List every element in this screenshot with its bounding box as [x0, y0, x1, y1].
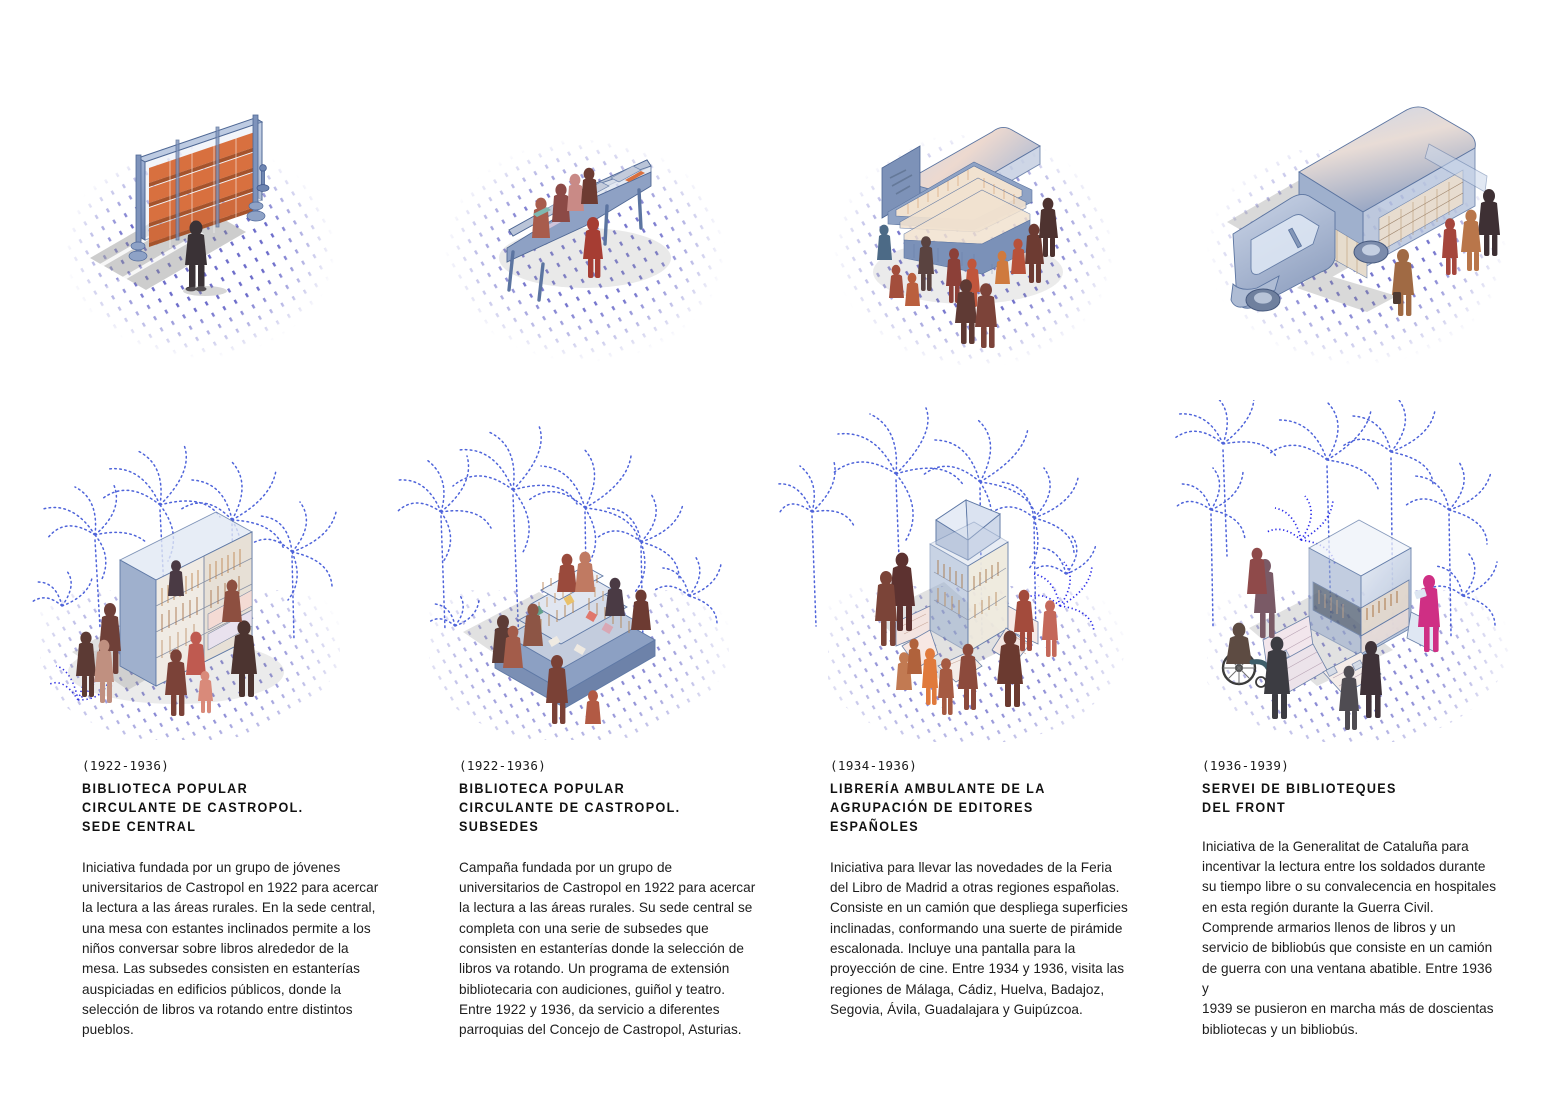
spacer [830, 836, 1130, 858]
illustration-stepped-pavilion [778, 0, 1167, 400]
illustration-cube-kiosk [1167, 400, 1556, 750]
caption-title-1: BIBLIOTECA POPULAR CIRCULANTE DE CASTROP… [82, 780, 304, 834]
caption-body-2: Campaña fundada por un grupo de universi… [459, 859, 756, 1038]
caption-band: (1922-1936) BIBLIOTECA POPULAR CIRCULANT… [0, 758, 1556, 1088]
caption-years-2: (1922-1936) [459, 758, 547, 773]
caption-title-3: LIBRERÍA AMBULANTE DE LA AGRUPACIÓN DE E… [830, 780, 1046, 834]
caption-title-4: SERVEI DE BIBLIOTEQUES DEL FRONT [1202, 780, 1397, 815]
illustration-row-bottom [0, 400, 1556, 750]
caption-years-3: (1934-1936) [830, 758, 918, 773]
caption-column-3: (1934-1936) LIBRERÍA AMBULANTE DE LA AGR… [830, 758, 1130, 1020]
caption-column-2: (1922-1936) BIBLIOTECA POPULAR CIRCULANT… [459, 758, 759, 1041]
spacer [459, 836, 759, 858]
spacer [82, 836, 382, 858]
illustration-row-top [0, 0, 1556, 400]
illustration-shelf-wall [0, 0, 389, 400]
caption-years-4: (1936-1939) [1202, 758, 1290, 773]
caption-body-1: Iniciativa fundada por un grupo de jóven… [82, 859, 379, 1038]
caption-column-4: (1936-1939) SERVEI DE BIBLIOTEQUES DEL F… [1202, 758, 1502, 1040]
illustration-reading-table [389, 0, 778, 400]
illustration-stepped-platform [389, 400, 778, 750]
illustration-pyramid-kiosk [778, 400, 1167, 750]
caption-title-2: BIBLIOTECA POPULAR CIRCULANTE DE CASTROP… [459, 780, 681, 834]
caption-column-1: (1922-1936) BIBLIOTECA POPULAR CIRCULANT… [82, 758, 382, 1041]
caption-body-4: Iniciativa de la Generalitat de Cataluña… [1202, 838, 1497, 1037]
caption-years-1: (1922-1936) [82, 758, 170, 773]
illustration-bookcase-landscape [0, 400, 389, 750]
illustration-bookmobile-truck [1167, 0, 1556, 400]
caption-body-3: Iniciativa para llevar las novedades de … [830, 859, 1128, 1017]
spacer [1202, 817, 1502, 837]
